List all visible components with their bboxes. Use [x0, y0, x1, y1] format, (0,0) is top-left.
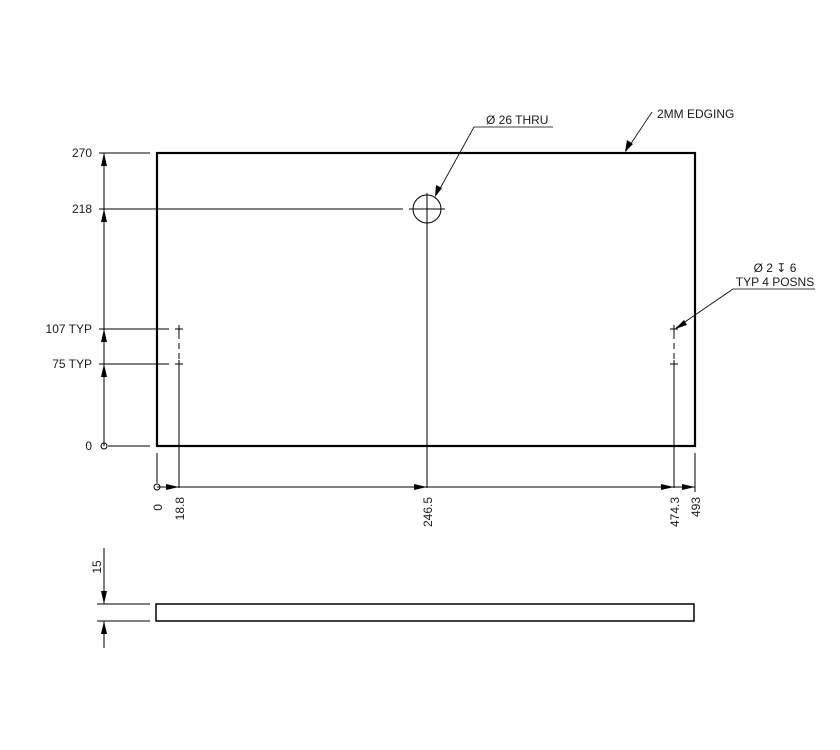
small-holes-leader-arrow — [675, 320, 687, 329]
plan-view: 270 218 107 TYP 75 TYP 0 Ø 26 THRU 2MM E… — [46, 107, 815, 527]
dim-label-107-typ: 107 TYP — [46, 322, 92, 336]
dim-label-246-5: 246.5 — [421, 497, 435, 527]
small-holes-right — [670, 325, 678, 488]
arrow-up-75 — [101, 364, 107, 377]
small-holes-callout-line1: Ø 2 ↧ 6 — [754, 261, 797, 275]
side-panel-outline — [155, 603, 695, 622]
dim-label-0-vertical: 0 — [85, 439, 92, 453]
small-holes-left — [175, 325, 183, 488]
big-hole-leader-arrow — [435, 185, 442, 197]
arrow-up-270 — [101, 153, 107, 166]
edging-callout: 2MM EDGING — [657, 107, 734, 121]
arrow-up-107 — [101, 329, 107, 342]
dim-label-493: 493 — [689, 497, 703, 517]
side-arrow-down — [101, 591, 107, 604]
arrow-right-18-8 — [166, 484, 179, 490]
arrow-right-246-5 — [414, 484, 427, 490]
arrow-right-493 — [682, 484, 695, 490]
thickness-label: 15 — [90, 560, 104, 574]
dim-label-0-horizontal: 0 — [151, 504, 165, 511]
side-view: 15 — [90, 548, 695, 648]
small-holes-callout-line2: TYP 4 POSNS — [736, 275, 814, 289]
edging-leader-arrow — [625, 140, 633, 152]
dim-label-218: 218 — [72, 202, 92, 216]
dim-label-75-typ: 75 TYP — [52, 357, 92, 371]
arrow-up-218 — [101, 209, 107, 222]
dim-label-474-3: 474.3 — [668, 497, 682, 527]
origin-marker-vertical — [100, 442, 108, 450]
small-holes-leader — [675, 288, 734, 329]
panel-outline — [155, 151, 697, 448]
dim-label-18-8: 18.8 — [173, 497, 187, 521]
origin-marker-horizontal — [153, 483, 161, 491]
dim-label-270: 270 — [72, 146, 92, 160]
side-arrow-up — [101, 621, 107, 634]
arrow-right-474-3 — [661, 484, 674, 490]
big-hole-callout: Ø 26 THRU — [486, 113, 548, 127]
big-hole-leader — [436, 126, 475, 195]
